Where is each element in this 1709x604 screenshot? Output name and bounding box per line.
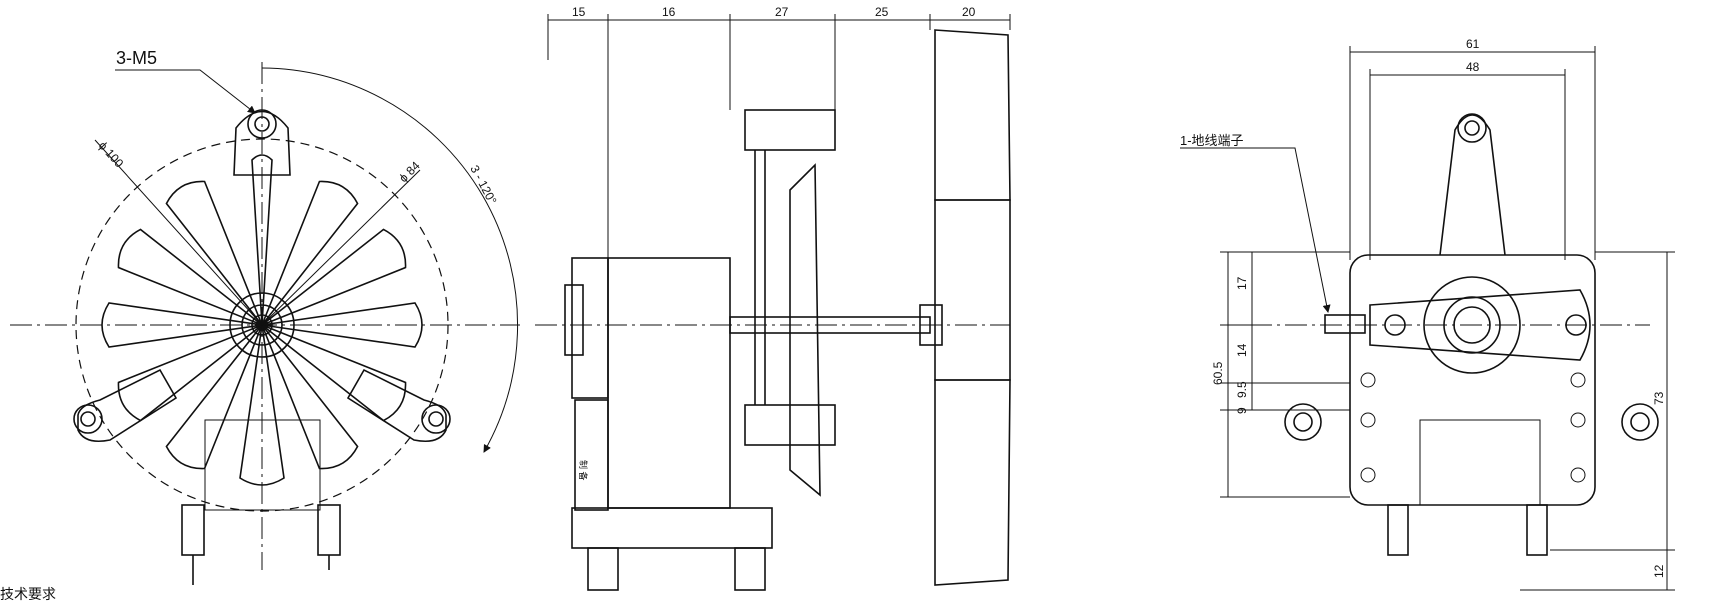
rear-left-dim-3: 9 xyxy=(1235,407,1249,414)
side-stator-housing xyxy=(607,257,731,509)
mount-holes-leader xyxy=(115,69,256,114)
side-shaft-nut xyxy=(919,304,943,346)
rear-left-dim-1: 14 xyxy=(1235,343,1249,357)
rear-bolt-right xyxy=(1565,314,1587,336)
rear-left-dim-0: 17 xyxy=(1235,276,1249,290)
rear-bracket-arm xyxy=(1369,289,1591,361)
front-terminal-left xyxy=(181,504,205,556)
front-hub-outer xyxy=(229,292,295,358)
rear-left-ear xyxy=(1284,403,1322,441)
bolt-circle-leader xyxy=(94,139,263,326)
front-shaft xyxy=(251,314,273,336)
side-terminal-left xyxy=(587,547,619,591)
right-mount-hole-outer xyxy=(421,404,451,434)
rear-left-dim-2: 9.5 xyxy=(1235,381,1249,398)
side-impeller-top xyxy=(934,29,1011,201)
rear-terminal-left xyxy=(1387,504,1409,556)
rear-height-right: 73 xyxy=(1652,391,1666,405)
rear-shaft xyxy=(1453,306,1491,344)
rear-top-ear xyxy=(1439,114,1506,256)
front-view: 3-M5 ϕ 100 ϕ 84 3 - 120° xyxy=(10,48,520,585)
bolt-circle-100 xyxy=(75,138,449,512)
side-base xyxy=(571,507,773,549)
left-mount-hole-outer xyxy=(73,404,103,434)
side-dim-2: 27 xyxy=(775,5,789,19)
side-impeller-mid xyxy=(934,199,1011,381)
inner-circle-leader xyxy=(261,169,421,326)
rear-width-inner: 48 xyxy=(1466,60,1480,74)
left-mount-hole-inner xyxy=(80,411,96,427)
side-end-cap xyxy=(571,257,609,399)
side-fan-blades xyxy=(789,163,821,497)
side-shaft xyxy=(729,316,931,334)
top-mount-hole-outer xyxy=(247,109,277,139)
footer-note: 技术要求 xyxy=(0,586,56,602)
side-view: 15 16 27 25 20 制 备 xyxy=(535,5,1011,591)
rear-height-left: 60.5 xyxy=(1211,361,1225,385)
rear-view: 61 48 1-地线端子 xyxy=(1180,37,1675,591)
side-dim-1: 16 xyxy=(662,5,676,19)
side-terminal-right xyxy=(734,547,766,591)
side-label-stamp: 制 备 xyxy=(578,460,589,481)
side-bracket-top xyxy=(744,109,836,151)
rear-right-ear xyxy=(1621,403,1659,441)
ground-terminal-label: 1-地线端子 xyxy=(1180,133,1244,148)
rear-bottom-dim: 12 xyxy=(1652,564,1666,578)
top-mount-hole-inner xyxy=(254,116,270,132)
mount-holes-label: 3-M5 xyxy=(116,48,157,68)
right-mount-ear xyxy=(346,368,447,443)
bolt-circle-label: ϕ 100 xyxy=(96,139,127,171)
front-terminal-right xyxy=(317,504,341,556)
rear-housing xyxy=(1349,254,1596,506)
rear-terminal-right xyxy=(1526,504,1548,556)
rear-stator-hatch xyxy=(1419,419,1541,506)
right-mount-hole-inner xyxy=(428,411,444,427)
ground-terminal-leader xyxy=(1180,147,1331,313)
side-impeller-bottom xyxy=(934,379,1011,586)
inner-circle-label: ϕ 84 xyxy=(396,158,423,185)
fan-blades xyxy=(101,154,423,486)
rear-bolt-left xyxy=(1384,314,1406,336)
ground-terminal xyxy=(1324,314,1366,334)
rear-hub-mid xyxy=(1443,296,1501,354)
side-label-plate xyxy=(574,399,609,511)
angle-label: 3 - 120° xyxy=(467,163,499,207)
angle-dimension-arc xyxy=(261,67,519,453)
rear-width-outer: 61 xyxy=(1466,37,1480,51)
side-dim-4: 20 xyxy=(962,5,976,19)
front-hub-mid xyxy=(241,304,283,346)
left-mount-ear xyxy=(77,368,178,443)
side-dim-3: 25 xyxy=(875,5,889,19)
rear-hub-outer xyxy=(1423,276,1521,374)
side-dim-0: 15 xyxy=(572,5,586,19)
side-rear-bearing xyxy=(564,284,584,356)
front-stator-hatch xyxy=(204,419,321,511)
